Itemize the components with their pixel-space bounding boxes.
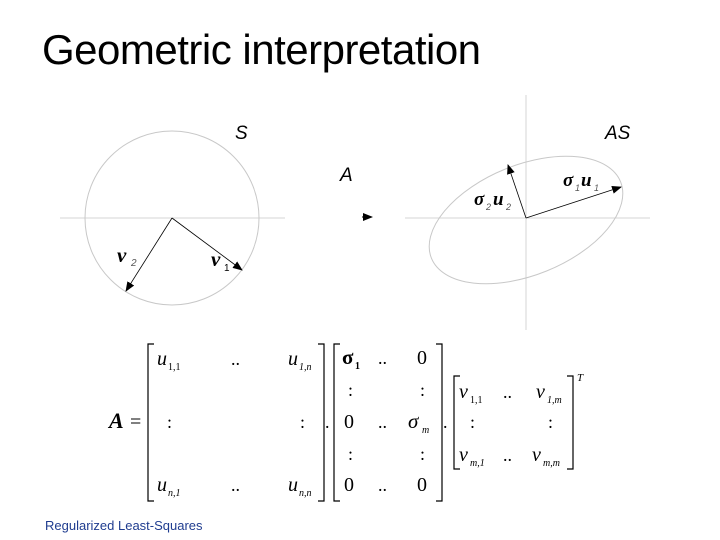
sigma1-label: σ — [563, 170, 574, 191]
matrix-sigma: σ 1 .. 0 : : 0 .. σ m : : 0 .. 0 — [333, 343, 443, 502]
vector-u1-arrow — [525, 185, 622, 219]
v-entry-subscript: 1,1 — [470, 395, 483, 406]
v-ellipsis: .. — [503, 445, 512, 465]
sigma2-label: σ — [474, 189, 485, 210]
set-as-label: AS — [604, 123, 631, 144]
product-dot: . — [443, 412, 448, 432]
v1-label: v — [211, 247, 221, 271]
sigma-zero: 0 — [417, 347, 427, 369]
u-vdots: : — [300, 412, 305, 432]
matrix-v-transpose: v 1,1 .. v 1,m : : v m,1 .. v m,m T — [453, 372, 584, 470]
vector-u2-arrow — [507, 164, 527, 219]
u2-subscript: 2 — [505, 202, 511, 212]
u2-label: u — [493, 189, 504, 210]
vector-v1-arrow — [171, 217, 243, 271]
transpose-superscript: T — [577, 372, 584, 384]
slide-title: Geometric interpretation — [42, 26, 481, 73]
map-arrow-group: A — [339, 165, 373, 221]
v-vdots: : — [470, 412, 475, 432]
v-entry: v — [536, 381, 545, 403]
matrix-v-right-bracket — [567, 375, 574, 470]
v-entry: v — [459, 381, 468, 403]
v1-subscript: 1 — [224, 263, 230, 274]
u1-subscript: 1 — [594, 183, 599, 193]
unit-circle — [84, 130, 260, 306]
sigma-ellipsis: .. — [378, 475, 387, 495]
u-ellipsis: .. — [231, 349, 240, 369]
v-ellipsis: .. — [503, 382, 512, 402]
sigma-zero: 0 — [344, 474, 354, 496]
sigma-vdots: : — [420, 444, 425, 464]
matrix-u: u 1,1 .. u 1,n : : u n,1 .. u n,n — [147, 343, 325, 502]
u-entry: u — [288, 348, 298, 370]
sigma-vdots: : — [420, 380, 425, 400]
matrix-sigma-right-bracket — [436, 343, 443, 502]
map-a-label: A — [339, 165, 353, 186]
u1-label: u — [581, 170, 592, 191]
v-vdots: : — [548, 412, 553, 432]
vector-v2-arrow — [125, 217, 173, 292]
sigma-vdots: : — [348, 444, 353, 464]
set-s-label: S — [235, 123, 248, 144]
v-entry-subscript: m,m — [543, 458, 560, 469]
matrix-v-left-bracket — [453, 375, 460, 470]
svd-equation: A = u 1,1 .. u 1,n : : u n,1 .. u n,n . — [107, 343, 584, 502]
sigma-zero: 0 — [417, 474, 427, 496]
sigma1-subscript: 1 — [575, 183, 580, 193]
slide-footer: Regularized Least-Squares — [45, 518, 203, 533]
u-entry-subscript: n,1 — [168, 488, 181, 499]
matrix-sigma-left-bracket — [333, 343, 340, 502]
u-entry-subscript: 1,n — [299, 362, 312, 373]
u-vdots: : — [167, 412, 172, 432]
sigma-entry-subscript: m — [422, 425, 429, 436]
v-entry: v — [532, 444, 541, 466]
sigma-entry-subscript: 1 — [355, 361, 360, 372]
left-panel: S v 1 v 2 — [60, 123, 285, 306]
u-entry: u — [157, 474, 167, 496]
u-entry: u — [157, 348, 167, 370]
v-entry-subscript: 1,m — [547, 395, 562, 406]
u-entry-subscript: 1,1 — [168, 362, 181, 373]
equation-lhs: A — [107, 408, 124, 433]
matrix-u-right-bracket — [318, 343, 325, 502]
product-dot: . — [325, 412, 330, 432]
v2-subscript: 2 — [130, 258, 137, 269]
v-entry: v — [459, 444, 468, 466]
matrix-u-left-bracket — [147, 343, 154, 502]
u-ellipsis: .. — [231, 475, 240, 495]
equation-equals: = — [130, 411, 141, 433]
image-ellipse — [428, 155, 624, 285]
v2-label: v — [117, 243, 127, 267]
right-panel: AS σ 1 u 1 σ 2 u 2 — [405, 95, 650, 330]
u-entry-subscript: n,n — [299, 488, 312, 499]
sigma2-subscript: 2 — [485, 202, 491, 212]
sigma-vdots: : — [348, 380, 353, 400]
sigma-zero: 0 — [344, 411, 354, 433]
sigma-entry: σ — [408, 409, 420, 433]
sigma-entry: σ — [342, 345, 354, 369]
sigma-ellipsis: .. — [378, 412, 387, 432]
u-entry: u — [288, 474, 298, 496]
v-entry-subscript: m,1 — [470, 458, 485, 469]
sigma-ellipsis: .. — [378, 348, 387, 368]
